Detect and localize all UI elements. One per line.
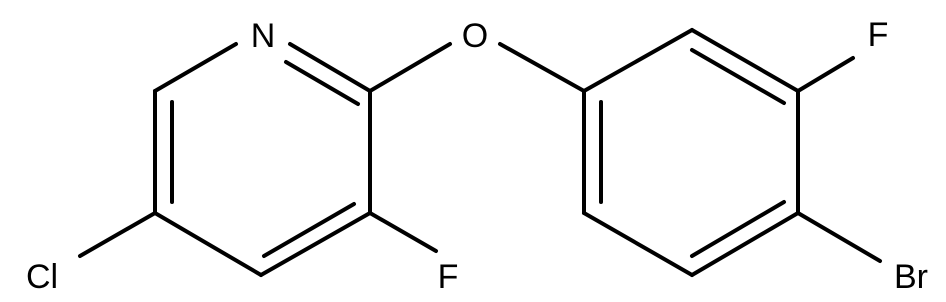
bond-c4-c5 [153, 211, 263, 277]
atom-label-br: Br [894, 258, 928, 296]
bond-c3-f-prime [796, 56, 855, 93]
atom-label-o: O [462, 17, 488, 55]
bond-c4-c5 [690, 211, 800, 277]
pyridine-ring [153, 42, 372, 277]
bond-c4-c5-inner [690, 200, 786, 258]
atom-label-f-benzene: F [868, 16, 889, 54]
benzene-ring [582, 28, 800, 277]
bond-c3-c4-inner [262, 202, 356, 258]
bond-c5-cl [78, 211, 157, 258]
atom-label-n: N [251, 17, 276, 55]
bond-n-c2 [288, 42, 372, 93]
bond-c2-c3 [690, 28, 800, 93]
bond-n-c2-inner [284, 60, 360, 106]
bond-c3-c4 [259, 211, 372, 277]
atom-label-f-pyridine: F [438, 258, 459, 296]
bond-c4-br [796, 211, 882, 263]
bond-o-c1prime [498, 42, 586, 93]
bond-c5-c6 [582, 211, 694, 277]
bond-c2-o [368, 42, 452, 93]
bond-c2-c3-inner [690, 48, 786, 105]
bond-c6-n [153, 42, 238, 93]
bond-c1-c2 [582, 28, 694, 93]
bond-c3-f [368, 211, 438, 253]
atom-label-cl: Cl [26, 258, 58, 296]
